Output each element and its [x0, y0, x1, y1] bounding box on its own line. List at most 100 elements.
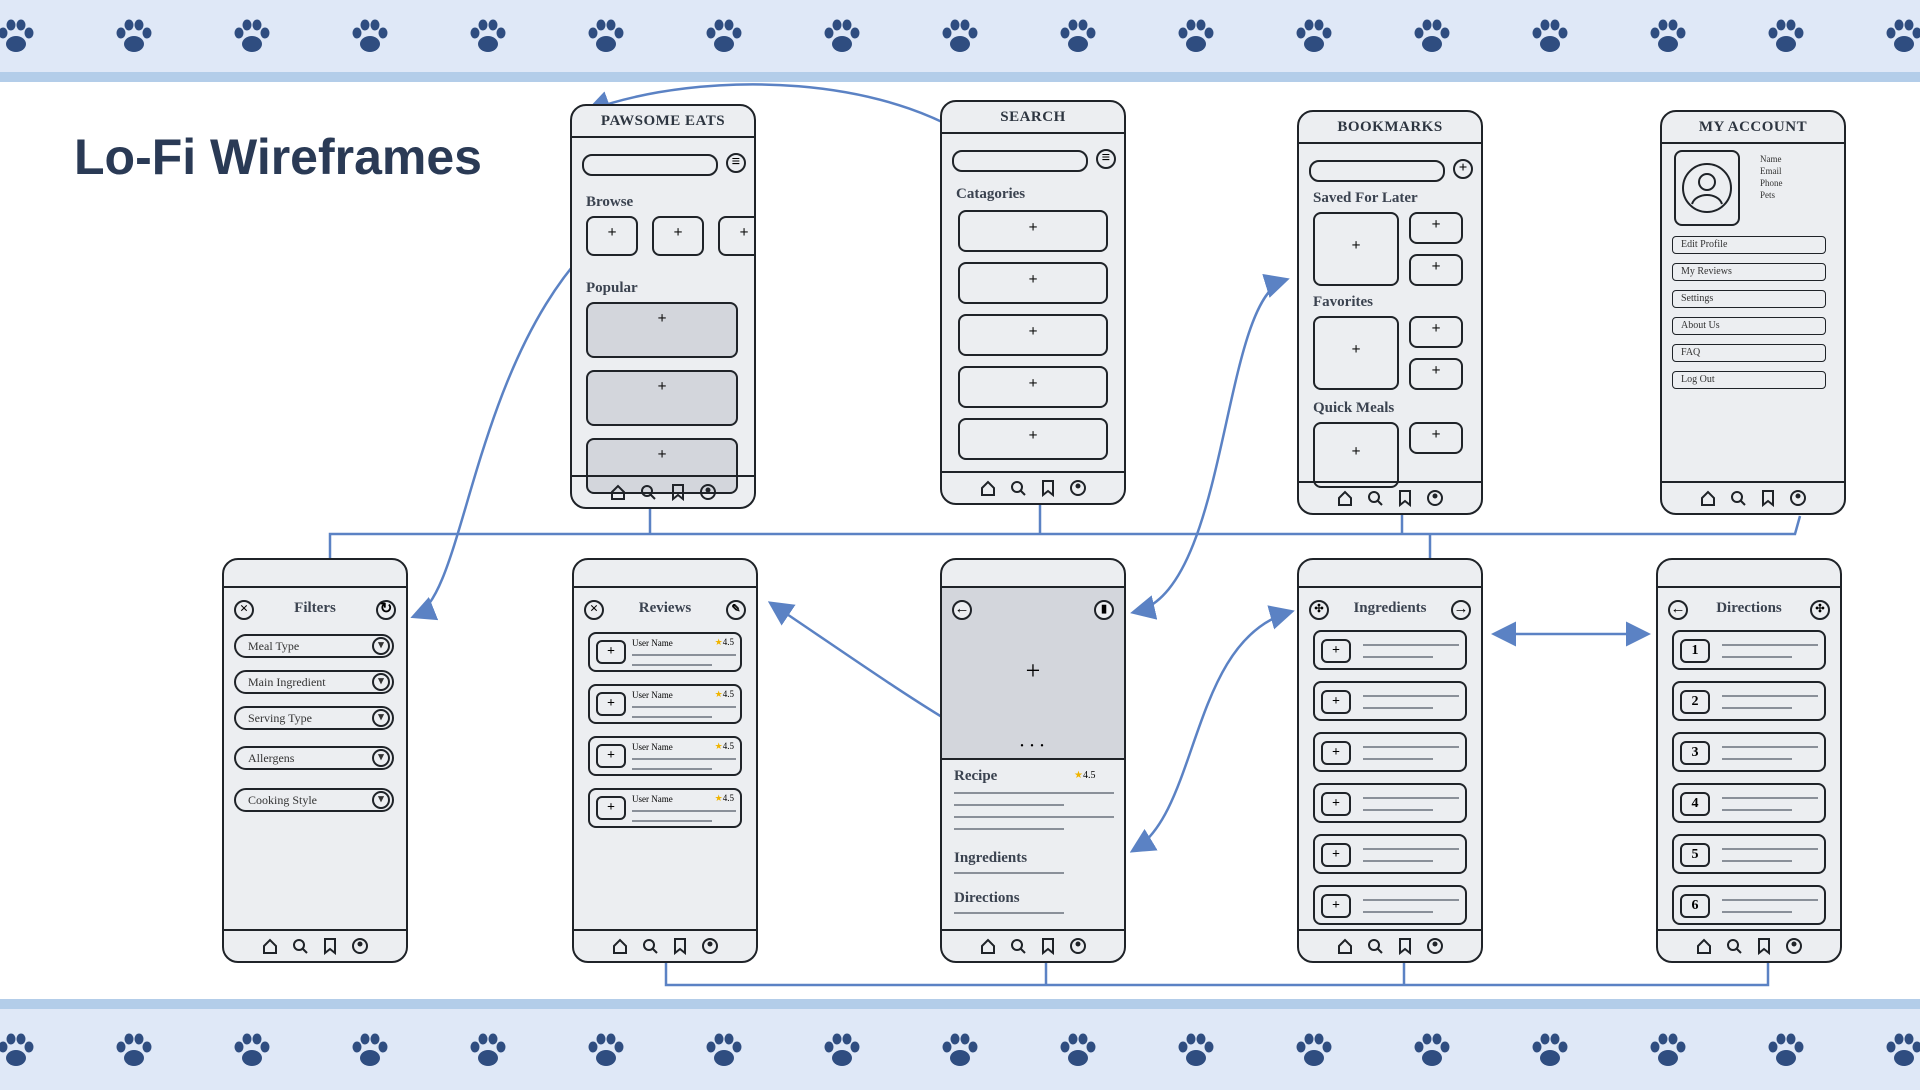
home-icon[interactable]: [1336, 489, 1354, 507]
menu-settings[interactable]: Settings: [1672, 290, 1826, 308]
review-user: User Name: [632, 690, 673, 700]
popular-card[interactable]: +: [586, 370, 738, 426]
filter-icon[interactable]: ≡: [1096, 149, 1116, 169]
category-card[interactable]: +: [958, 210, 1108, 252]
search-icon[interactable]: [1366, 937, 1384, 955]
bookmark-icon[interactable]: [1039, 479, 1057, 497]
browse-card[interactable]: +: [718, 216, 756, 256]
bookmark-icon[interactable]: [321, 937, 339, 955]
account-icon[interactable]: [1426, 489, 1444, 507]
home-icon[interactable]: [261, 937, 279, 955]
account-icon[interactable]: [699, 483, 717, 501]
search-icon[interactable]: [1729, 489, 1747, 507]
review-card[interactable]: +User Name★4.5: [588, 632, 742, 672]
back-arrow-icon[interactable]: ←: [952, 600, 972, 620]
search-icon[interactable]: [1366, 489, 1384, 507]
menu-about-us[interactable]: About Us: [1672, 317, 1826, 335]
direction-step[interactable]: 6: [1672, 885, 1826, 925]
edit-icon[interactable]: ✎: [726, 600, 746, 620]
bookmark-card-small[interactable]: +: [1409, 254, 1463, 286]
direction-step[interactable]: 5: [1672, 834, 1826, 874]
popular-card[interactable]: +: [586, 302, 738, 358]
bookmark-card[interactable]: +: [1313, 212, 1399, 286]
search-icon[interactable]: [1725, 937, 1743, 955]
search-icon[interactable]: [639, 483, 657, 501]
carousel-dots[interactable]: • • •: [942, 741, 1124, 752]
home-icon[interactable]: [1695, 937, 1713, 955]
account-icon[interactable]: [1789, 489, 1807, 507]
browse-card[interactable]: +: [586, 216, 638, 256]
search-icon[interactable]: [1009, 479, 1027, 497]
review-card[interactable]: +User Name★4.5: [588, 736, 742, 776]
ingredient-row[interactable]: +: [1313, 783, 1467, 823]
bookmark-card-small[interactable]: +: [1409, 316, 1463, 348]
direction-step[interactable]: 1: [1672, 630, 1826, 670]
filter-main-ingredient[interactable]: Main Ingredient▾: [234, 670, 394, 694]
menu-faq[interactable]: FAQ: [1672, 344, 1826, 362]
account-icon[interactable]: [1785, 937, 1803, 955]
home-icon[interactable]: [1336, 937, 1354, 955]
browse-card[interactable]: +: [652, 216, 704, 256]
search-input[interactable]: [582, 154, 718, 176]
collapse-icon[interactable]: ✣: [1810, 600, 1830, 620]
bookmark-icon[interactable]: [1755, 937, 1773, 955]
search-input[interactable]: [1309, 160, 1445, 182]
search-icon[interactable]: [291, 937, 309, 955]
filter-serving-type[interactable]: Serving Type▾: [234, 706, 394, 730]
menu-edit-profile[interactable]: Edit Profile: [1672, 236, 1826, 254]
bookmark-card[interactable]: +: [1313, 422, 1399, 488]
account-icon[interactable]: [351, 937, 369, 955]
ingredient-row[interactable]: +: [1313, 681, 1467, 721]
bookmark-card[interactable]: +: [1313, 316, 1399, 390]
account-icon[interactable]: [701, 937, 719, 955]
ingredient-row[interactable]: +: [1313, 732, 1467, 772]
profile-photo[interactable]: [1674, 150, 1740, 226]
bookmark-icon[interactable]: [1396, 937, 1414, 955]
bookmark-icon[interactable]: ▮: [1094, 600, 1114, 620]
home-icon[interactable]: [611, 937, 629, 955]
review-card[interactable]: +User Name★4.5: [588, 788, 742, 828]
ingredients-heading[interactable]: Ingredients: [954, 850, 1027, 867]
search-input[interactable]: [952, 150, 1088, 172]
direction-step[interactable]: 2: [1672, 681, 1826, 721]
ingredient-row[interactable]: +: [1313, 834, 1467, 874]
filter-cooking-style[interactable]: Cooking Style▾: [234, 788, 394, 812]
review-card[interactable]: +User Name★4.5: [588, 684, 742, 724]
bookmark-icon[interactable]: [671, 937, 689, 955]
bookmark-icon[interactable]: [1396, 489, 1414, 507]
direction-step[interactable]: 4: [1672, 783, 1826, 823]
directions-heading[interactable]: Directions: [954, 890, 1020, 907]
bookmark-icon[interactable]: [1759, 489, 1777, 507]
account-icon[interactable]: [1069, 937, 1087, 955]
direction-step[interactable]: 3: [1672, 732, 1826, 772]
filter-icon[interactable]: ≡: [726, 153, 746, 173]
ingredient-row[interactable]: +: [1313, 885, 1467, 925]
filter-meal-type[interactable]: Meal Type▾: [234, 634, 394, 658]
reset-icon[interactable]: ↻: [376, 600, 396, 620]
screen-bookmarks: BOOKMARKS + Saved For Later + + + Favori…: [1297, 110, 1483, 515]
menu-my-reviews[interactable]: My Reviews: [1672, 263, 1826, 281]
bookmark-icon[interactable]: [669, 483, 687, 501]
home-icon[interactable]: [1699, 489, 1717, 507]
home-icon[interactable]: [609, 483, 627, 501]
rating-badge[interactable]: ★4.5: [1074, 770, 1095, 781]
category-card[interactable]: +: [958, 366, 1108, 408]
account-icon[interactable]: [1426, 937, 1444, 955]
home-icon[interactable]: [979, 937, 997, 955]
category-card[interactable]: +: [958, 314, 1108, 356]
category-card[interactable]: +: [958, 418, 1108, 460]
search-icon[interactable]: [1009, 937, 1027, 955]
filter-allergens[interactable]: Allergens▾: [234, 746, 394, 770]
bookmark-icon[interactable]: [1039, 937, 1057, 955]
bookmark-card-small[interactable]: +: [1409, 212, 1463, 244]
category-card[interactable]: +: [958, 262, 1108, 304]
forward-arrow-icon[interactable]: →: [1451, 600, 1471, 620]
menu-log-out[interactable]: Log Out: [1672, 371, 1826, 389]
add-icon[interactable]: +: [1453, 159, 1473, 179]
home-icon[interactable]: [979, 479, 997, 497]
bookmark-card-small[interactable]: +: [1409, 422, 1463, 454]
search-icon[interactable]: [641, 937, 659, 955]
account-icon[interactable]: [1069, 479, 1087, 497]
ingredient-row[interactable]: +: [1313, 630, 1467, 670]
bookmark-card-small[interactable]: +: [1409, 358, 1463, 390]
